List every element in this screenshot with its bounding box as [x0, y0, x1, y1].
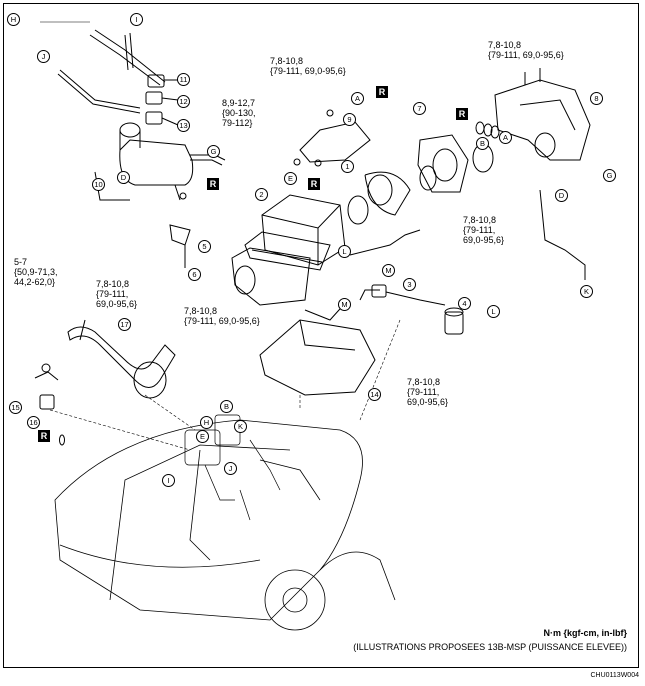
- hose-letter-k-sensor: K: [580, 285, 593, 298]
- torque-spec-lower-case-right: 7,8-10,8 {79-111, 69,0-95,6}: [407, 377, 449, 407]
- hose-letter-i-top: I: [130, 13, 143, 26]
- torque-spec-throttle: 7,8-10,8 {79-111, 69,0-95,6}: [463, 215, 505, 245]
- hose-letter-e-bay: E: [196, 430, 209, 443]
- hose-letter-a-manifold: A: [499, 131, 512, 144]
- part-number-5: 5: [198, 240, 211, 253]
- replace-marker-sensor: R: [38, 430, 50, 442]
- hose-letter-l-case: L: [338, 245, 351, 258]
- replace-marker-upper: R: [376, 86, 388, 98]
- part-number-16: 16: [27, 416, 40, 429]
- lower-air-case: [259, 299, 376, 396]
- hose-letter-d-reservoir: D: [117, 171, 130, 184]
- hose-letter-a-upper: A: [351, 92, 364, 105]
- intake-manifold: [494, 68, 591, 161]
- part-number-9: 9: [343, 113, 356, 126]
- torque-spec-fresh-air-duct: 7,8-10,8 {79-111, 69,0-95,6}: [96, 279, 138, 309]
- iat-sensor: [34, 363, 59, 410]
- part-number-4: 4: [458, 297, 471, 310]
- torque-spec-reservoir: 8,9-12,7 {90-130, 79-112}: [222, 98, 256, 128]
- part-number-11: 11: [177, 73, 190, 86]
- hose-letter-j-top: J: [37, 50, 50, 63]
- figure-code: CHU0113W004: [590, 672, 639, 679]
- hose-letter-g-reservoir: G: [207, 145, 220, 158]
- air-reservoir: [94, 122, 226, 201]
- hose-letter-j-bay: J: [224, 462, 237, 475]
- part-number-10: 10: [92, 178, 105, 191]
- hose-guide: [299, 121, 371, 163]
- hose-letter-m-sensor: M: [382, 264, 395, 277]
- part-number-14: 14: [368, 388, 381, 401]
- torque-units: N·m {kgf-cm, in-lbf}: [543, 628, 627, 638]
- hose-letter-d-manifold: D: [555, 189, 568, 202]
- replace-marker-guide: R: [308, 178, 320, 190]
- replace-marker-reservoir: R: [207, 178, 219, 190]
- part-number-3: 3: [403, 278, 416, 291]
- part-number-8: 8: [590, 92, 603, 105]
- intake-hose: [347, 165, 437, 225]
- vehicle-outline: [54, 419, 396, 631]
- hose-letter-g-manifold: G: [603, 169, 616, 182]
- solenoid-valves: [145, 74, 179, 126]
- engine-bay-components: [184, 414, 281, 521]
- bracket: [169, 224, 191, 268]
- hose-letter-l-sensor: L: [487, 305, 500, 318]
- hose-letter-m-case: M: [338, 298, 351, 311]
- hose-letter-b-bay: B: [220, 400, 233, 413]
- part-number-1: 1: [341, 160, 354, 173]
- hose-letter-h-bay: H: [200, 416, 213, 429]
- replace-marker-manifold: R: [456, 108, 468, 120]
- illustration-caption: (ILLUSTRATIONS PROPOSEES 13B-MSP (PUISSA…: [353, 642, 627, 652]
- torque-spec-hose-guide: 7,8-10,8 {79-111, 69,0-95,6}: [270, 56, 346, 76]
- part-number-17: 17: [118, 318, 131, 331]
- part-number-7: 7: [413, 102, 426, 115]
- part-number-13: 13: [177, 119, 190, 132]
- hose-letter-h-top: H: [7, 13, 20, 26]
- part-number-15: 15: [9, 401, 22, 414]
- part-number-2: 2: [255, 188, 268, 201]
- sensor-hoses: [349, 189, 586, 301]
- air-cleaner: [231, 194, 346, 306]
- torque-spec-sensor: 5-7 {50,9-71,3, 44,2-62,0}: [14, 257, 58, 287]
- diagram-frame: [3, 3, 639, 668]
- hose-letter-i-bay: I: [162, 474, 175, 487]
- hose-letter-k-bay: K: [234, 420, 247, 433]
- torque-spec-manifold: 7,8-10,8 {79-111, 69,0-95,6}: [488, 40, 564, 60]
- torque-spec-lower-case-upper: 7,8-10,8 {79-111, 69,0-95,6}: [184, 306, 260, 326]
- vent-hoses: [40, 21, 166, 114]
- o-rings: [59, 109, 500, 446]
- fresh-air-duct: [67, 319, 176, 399]
- part-number-12: 12: [177, 95, 190, 108]
- leader-lines: [49, 319, 401, 451]
- part-number-6: 6: [188, 268, 201, 281]
- pressure-sensors: [371, 284, 464, 335]
- hose-letter-b-throttle: B: [476, 137, 489, 150]
- hose-letter-e-upper: E: [284, 172, 297, 185]
